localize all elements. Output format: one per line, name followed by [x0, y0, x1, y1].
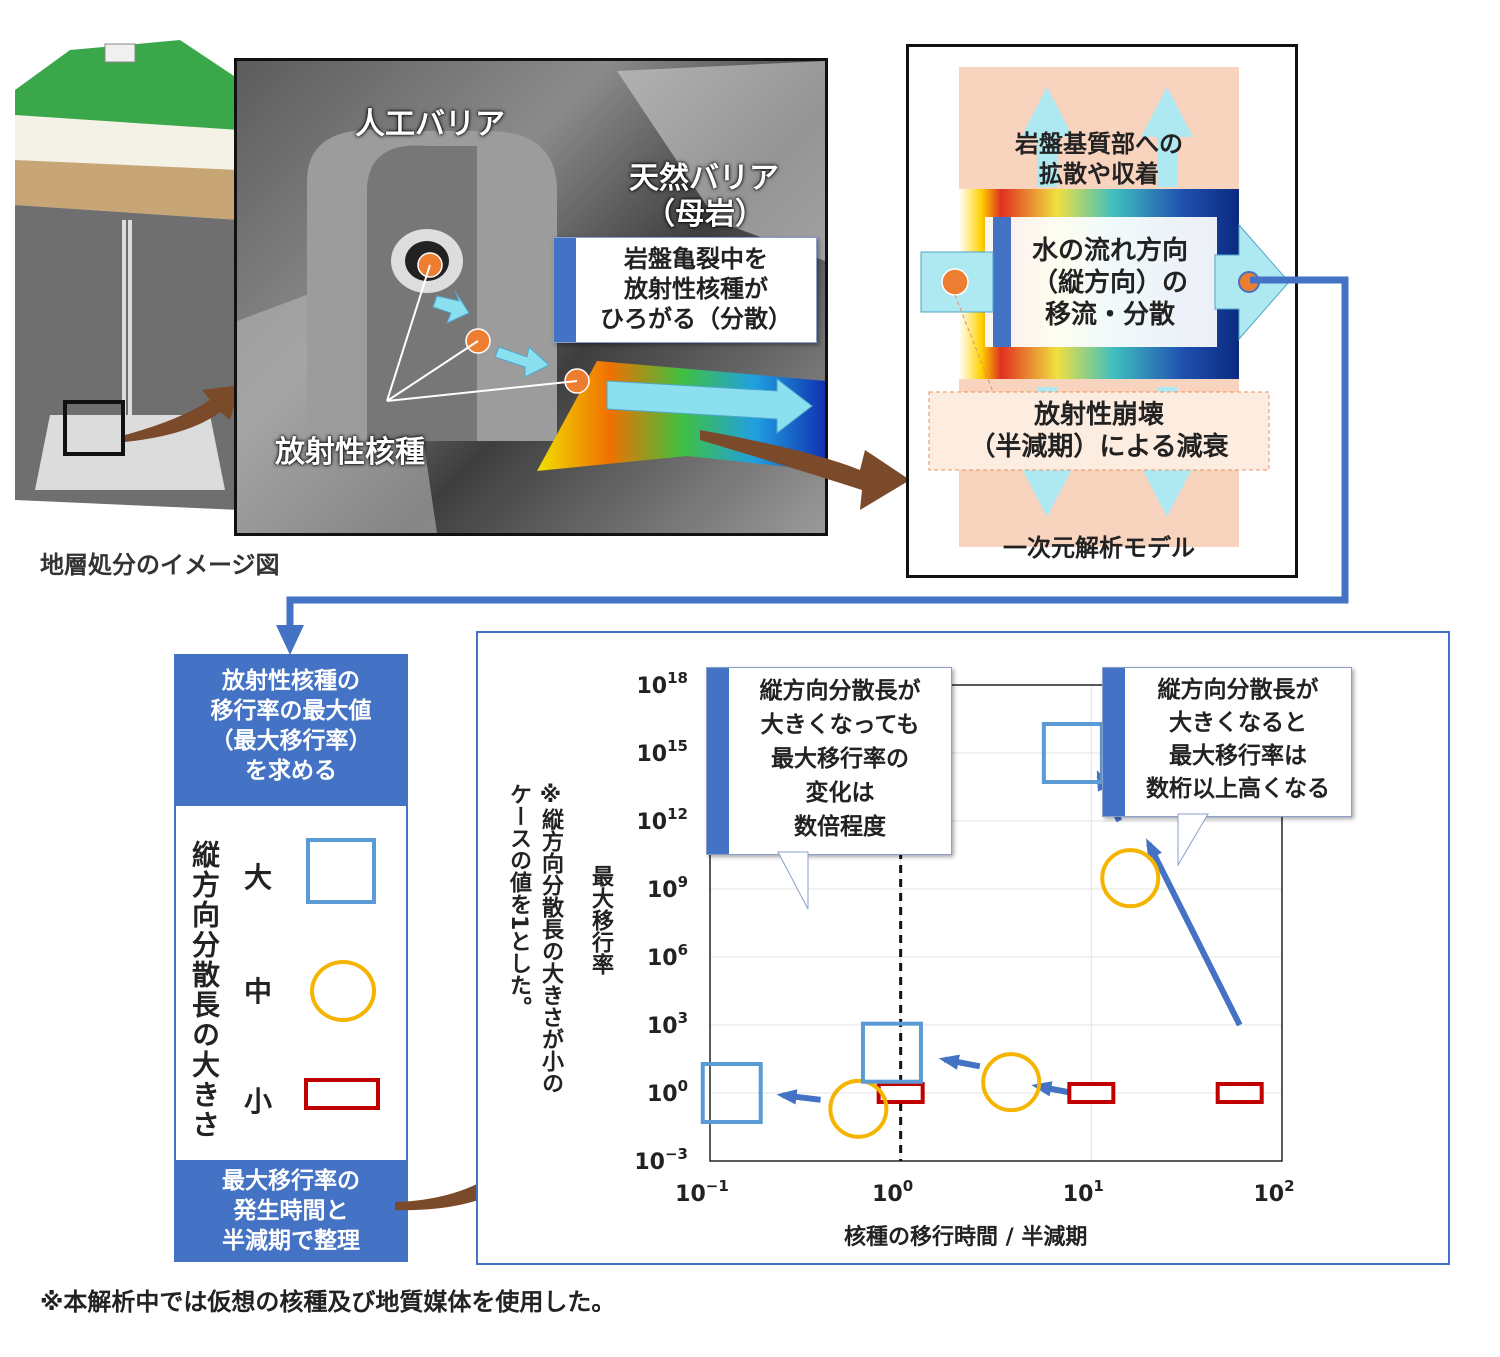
legend-label-small: 小: [244, 1085, 273, 1118]
x-tick-label: 101: [1063, 1177, 1104, 1207]
x-tick-label: 100: [872, 1177, 913, 1207]
model-decay-line: （半減期）による減衰: [969, 432, 1229, 462]
chart-callout-left-bar: [707, 668, 729, 854]
y-tick-label: 1015: [637, 737, 689, 767]
y-tick-label: 1012: [637, 805, 689, 835]
large-dispersion-marker: [700, 1062, 763, 1124]
photo-callout-bar: [554, 238, 576, 342]
disposal-illustration: [10, 20, 250, 520]
engineered-barrier-label: 人工バリア: [355, 107, 505, 142]
model-flow-line: 移流・分散: [1044, 300, 1175, 330]
nuclide-label: 放射性核種: [275, 435, 425, 470]
brown-arrow-2: [700, 430, 910, 510]
callout-left-line: 大きくなっても: [760, 712, 920, 738]
legend-vertical-title: 縦方向分散長の大きさ: [188, 840, 221, 1140]
callout-left-line: 縦方向分散長が: [759, 678, 921, 704]
x-tick-label: 10−1: [675, 1177, 729, 1207]
large-dispersion-marker: [860, 1021, 923, 1084]
trend-arrow-shaft: [1146, 842, 1243, 1027]
chart-callout-right: 縦方向分散長が 大きくなると 最大移行率は 数桁以上高くなる: [1102, 667, 1352, 817]
model-top-line: 岩盤基質部への: [1015, 130, 1183, 158]
callout-right-line: 縦方向分散長が: [1157, 677, 1319, 703]
photo-callout-line: 岩盤亀裂中を: [624, 245, 768, 273]
y-tick-label: 100: [647, 1077, 688, 1107]
legend-label-large: 大: [244, 861, 273, 894]
model-flow-line: （縦方向）の: [1031, 268, 1188, 298]
chart-callout-right-bar: [1103, 668, 1125, 816]
callout-left-line: 最大移行率の: [771, 746, 909, 772]
photo-callout: 岩盤亀裂中を 放射性核種が ひろがる（分散）: [553, 237, 817, 343]
trend-arrow-head: [1146, 838, 1162, 860]
y-tick-label: 1018: [637, 669, 689, 699]
legend-header: 放射性核種の 移行率の最大値 （最大移行率） を求める: [176, 656, 406, 806]
plot-frame: [709, 684, 1283, 1162]
legend-rect-marker: [304, 1078, 380, 1110]
legend-header-line: （最大移行率）: [210, 728, 372, 754]
medium-dispersion-marker: [1100, 848, 1161, 909]
legend-circle-marker: [310, 960, 376, 1022]
trend-arrow-head: [776, 1089, 798, 1105]
small-dispersion-marker: [1215, 1082, 1264, 1104]
medium-dispersion-marker: [981, 1052, 1042, 1113]
y-tick-label: 106: [647, 941, 688, 971]
callout-left-line: 数倍程度: [794, 814, 886, 840]
x-axis-title: 核種の移行時間 / 半減期: [844, 1225, 1088, 1250]
callout-left-line: 変化は: [805, 780, 875, 806]
chart-callout-left: 縦方向分散長が 大きくなっても 最大移行率の 変化は 数倍程度: [706, 667, 952, 855]
y-axis-title: 最大移行率: [588, 865, 613, 975]
x-tick-label: 102: [1253, 1177, 1294, 1207]
one-d-model-panel: 岩盤基質部への 拡散や収着 水の流れ方向 （縦方向）の 移流・分散 放射性崩壊 …: [906, 44, 1298, 578]
scatter-chart: 10−1 100 101 102 1018 1015 1012 109 106 103 100 10−…: [634, 669, 1294, 1207]
natural-barrier-label-2: （母岩）: [645, 197, 765, 232]
small-dispersion-marker: [1067, 1082, 1116, 1104]
model-bottom-label: 一次元解析モデル: [1003, 534, 1195, 562]
disposal-caption: 地層処分のイメージ図: [40, 551, 280, 579]
blue-connector: [276, 276, 1349, 655]
legend-footer-line: 発生時間と: [233, 1198, 349, 1224]
large-dispersion-marker: [1041, 722, 1104, 784]
trend-arrow-head: [938, 1054, 960, 1070]
brown-arrow-1: [125, 385, 240, 442]
legend-header-line: を求める: [245, 758, 337, 784]
chart-panel: ※縦方向分散長の大きさが小のケースの値を1とした。 最大移行率 核種の移行時間 …: [476, 631, 1450, 1265]
callout-right-line: 数桁以上高くなる: [1146, 776, 1330, 802]
y-tick-label: 109: [647, 873, 688, 903]
legend-label-medium: 中: [244, 975, 273, 1008]
natural-barrier-label-1: 天然バリア: [629, 161, 779, 196]
trend-arrow-head: [1031, 1081, 1053, 1097]
model-decay-line: 放射性崩壊: [1033, 400, 1164, 430]
one-d-model-graphic: [920, 67, 1290, 547]
model-flow-line: 水の流れ方向: [1031, 236, 1188, 266]
small-dispersion-marker: [876, 1082, 925, 1104]
y-tick-label: 103: [647, 1009, 688, 1039]
photo-callout-line: 放射性核種が: [624, 275, 768, 303]
legend-square-marker: [306, 838, 376, 904]
callout-right-line: 最大移行率は: [1169, 743, 1307, 769]
legend-footer-line: 半減期で整理: [222, 1228, 360, 1254]
chart-note: ※縦方向分散長の大きさが小のケースの値を1とした。: [506, 783, 563, 1094]
disposal-block-graphic: [15, 40, 250, 510]
y-tick-label: 10−3: [634, 1145, 688, 1175]
model-top-text: 岩盤基質部への 拡散や収着: [979, 129, 1219, 189]
photo-callout-line: ひろがる（分散）: [600, 305, 792, 333]
legend-footer-line: 最大移行率の: [222, 1168, 360, 1194]
model-flow-text: 水の流れ方向 （縦方向）の 移流・分散: [1005, 235, 1215, 331]
footnote: ※本解析中では仮想の核種及び地質媒体を使用した。: [40, 1288, 616, 1316]
legend-footer: 最大移行率の 発生時間と 半減期で整理: [176, 1160, 406, 1260]
model-top-line: 拡散や収着: [1039, 160, 1159, 188]
medium-dispersion-marker: [828, 1078, 889, 1139]
model-decay-text: 放射性崩壊 （半減期）による減衰: [929, 399, 1269, 463]
legend-header-line: 移行率の最大値: [210, 698, 372, 724]
callout-right-line: 大きくなると: [1169, 710, 1307, 736]
legend-header-line: 放射性核種の: [222, 668, 360, 694]
legend-panel: 放射性核種の 移行率の最大値 （最大移行率） を求める 縦方向分散長の大きさ 大…: [174, 654, 408, 1262]
